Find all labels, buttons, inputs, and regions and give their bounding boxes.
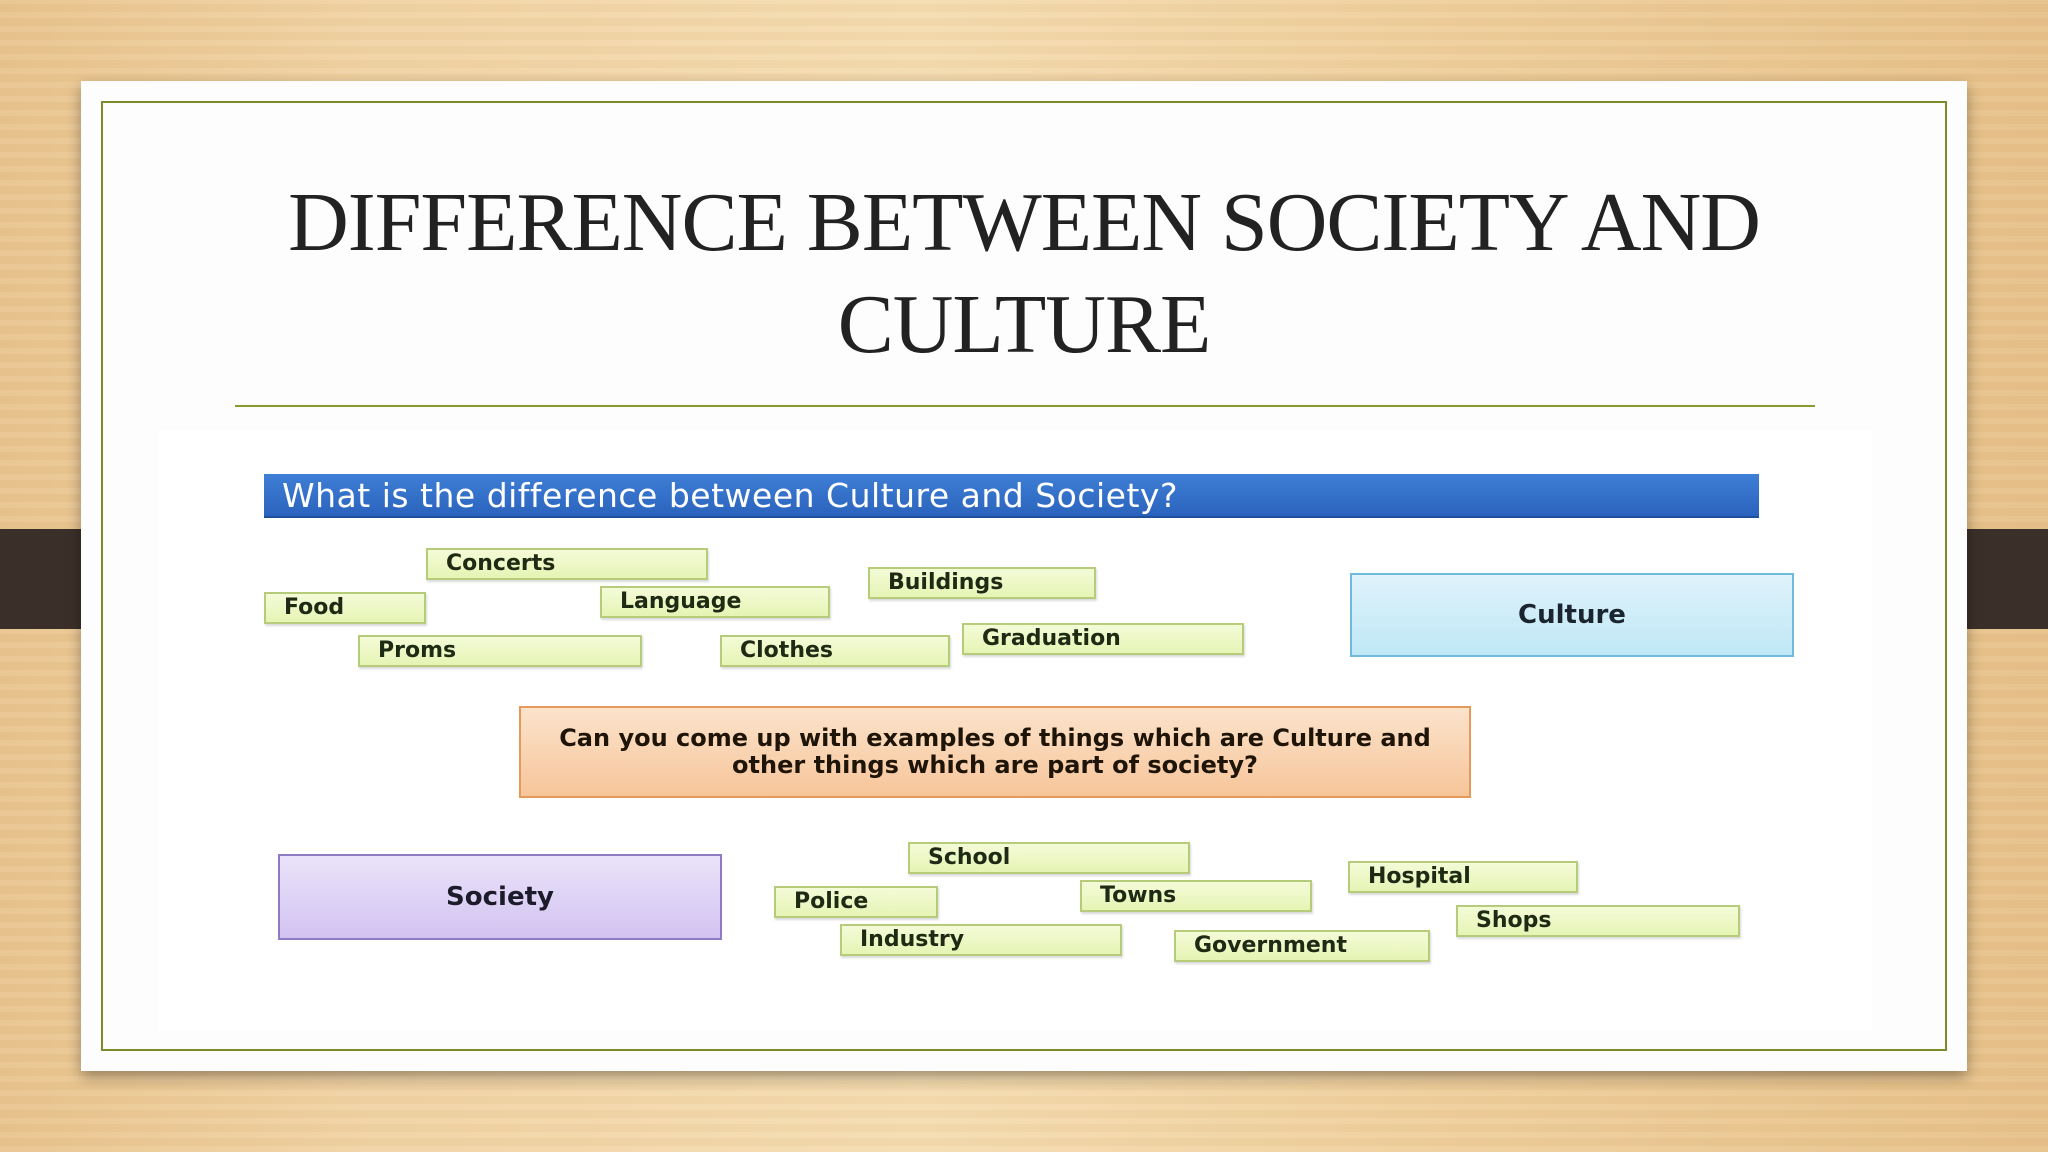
slide-title-line-1: DIFFERENCE BETWEEN SOCIETY AND	[288, 176, 1761, 269]
question-banner: What is the difference between Culture a…	[264, 474, 1759, 518]
society-box: Society	[278, 854, 722, 940]
slide-title: DIFFERENCE BETWEEN SOCIETY AND CULTURE	[150, 172, 1898, 376]
society-tag: School	[908, 842, 1190, 874]
diagram-image: What is the difference between Culture a…	[158, 430, 1872, 1030]
culture-box: Culture	[1350, 573, 1794, 657]
culture-tag: Buildings	[868, 567, 1096, 599]
question-prompt-box: Can you come up with examples of things …	[519, 706, 1471, 798]
society-tag: Shops	[1456, 905, 1740, 937]
society-tag: Hospital	[1348, 861, 1578, 893]
culture-tag: Food	[264, 592, 426, 624]
slide-border	[101, 101, 1947, 1051]
title-divider	[235, 405, 1815, 407]
society-tag: Towns	[1080, 880, 1312, 912]
society-tag: Police	[774, 886, 938, 918]
culture-tag: Concerts	[426, 548, 708, 580]
slide-title-line-2: CULTURE	[837, 278, 1212, 371]
society-tag: Industry	[840, 924, 1122, 956]
culture-tag: Language	[600, 586, 830, 618]
society-tag: Government	[1174, 930, 1430, 962]
culture-tag: Clothes	[720, 635, 950, 667]
culture-tag: Graduation	[962, 623, 1244, 655]
culture-tag: Proms	[358, 635, 642, 667]
